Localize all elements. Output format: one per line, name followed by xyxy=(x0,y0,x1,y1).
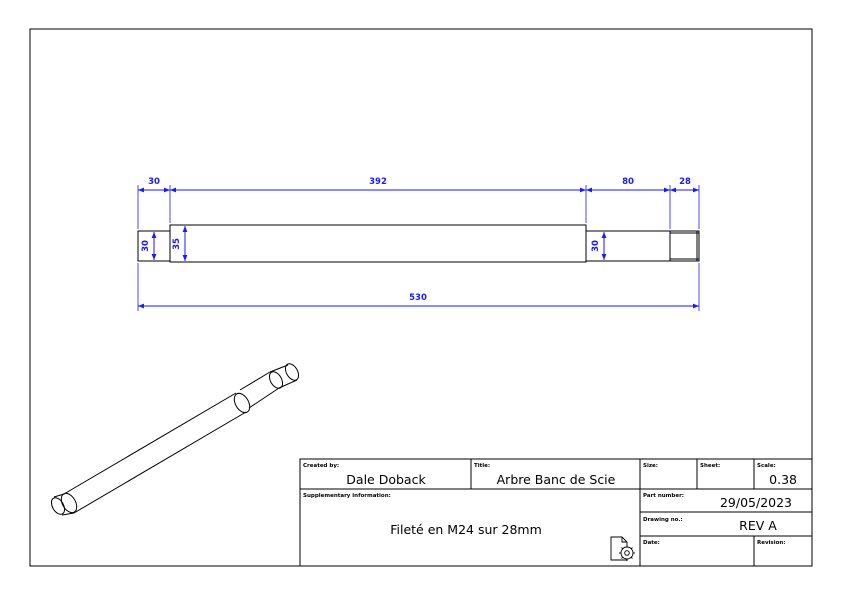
dim-dia-body: 35 xyxy=(172,238,182,250)
dim-28: 28 xyxy=(679,177,691,187)
gear-document-icon xyxy=(610,536,635,561)
title-block xyxy=(299,458,813,567)
dim-530: 530 xyxy=(409,293,427,303)
shaft-isometric-view xyxy=(50,363,300,516)
supplementary-label: Supplementary information: xyxy=(303,493,391,499)
date-label: Date: xyxy=(643,540,660,546)
created-by-value: Dale Doback xyxy=(346,472,426,487)
created-by-label: Created by: xyxy=(303,463,339,469)
scale-label: Scale: xyxy=(757,463,776,469)
title-value: Arbre Banc de Scie xyxy=(497,472,616,487)
supplementary-value: Fileté en M24 sur 28mm xyxy=(390,522,542,537)
dim-392: 392 xyxy=(369,177,387,187)
part-number-label: Part number: xyxy=(643,493,684,499)
dim-80: 80 xyxy=(622,177,634,187)
sheet-label: Sheet: xyxy=(700,463,720,469)
title-label: Title: xyxy=(474,463,490,469)
part-number-value: 29/05/2023 xyxy=(720,495,792,510)
shaft-front-view xyxy=(137,224,700,263)
size-label: Size: xyxy=(643,463,658,469)
drawing-no-label: Drawing no.: xyxy=(643,517,683,523)
scale-value: 0.38 xyxy=(769,472,797,487)
dim-dia-left: 30 xyxy=(141,240,151,252)
dim-dia-right: 30 xyxy=(591,240,601,252)
drawing-no-value: REV A xyxy=(739,518,777,533)
revision-label: Revision: xyxy=(757,540,786,546)
dim-30-left: 30 xyxy=(148,177,160,187)
